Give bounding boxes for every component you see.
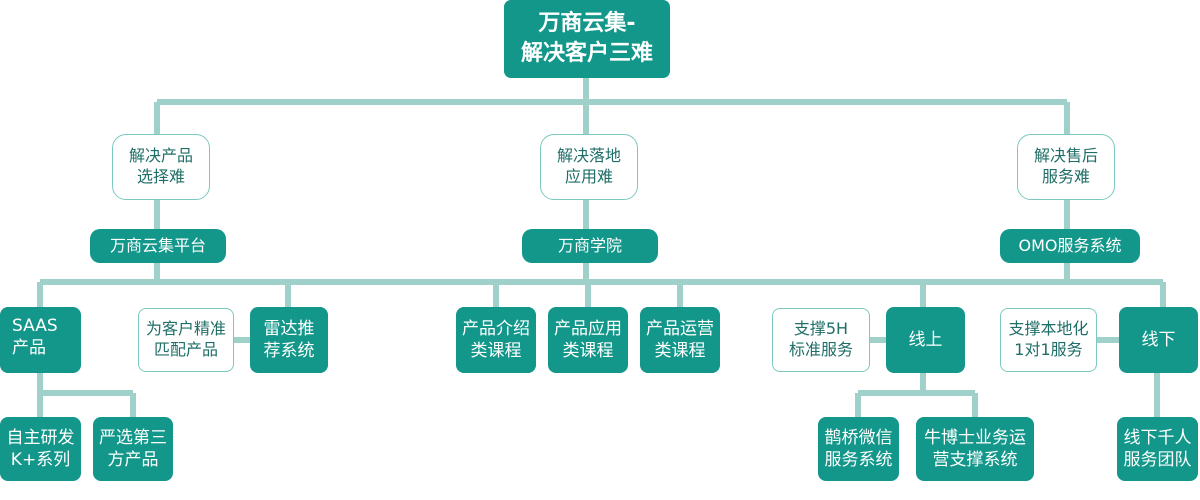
solution-platform-text: 万商云集平台 <box>109 235 206 255</box>
problem-after-sales-text: 解决售后 服务难 <box>1033 146 1098 186</box>
saas-product-node: SAAS 产品 <box>0 307 81 373</box>
online-text: 线上 <box>908 329 943 350</box>
queqiao-wechat-text: 鹊桥微信 服务系统 <box>824 427 893 470</box>
third-party-product-text: 严选第三 方产品 <box>99 427 167 470</box>
support-5h-text: 支撑5H 标准服务 <box>788 319 853 359</box>
problem-after-sales: 解决售后 服务难 <box>1017 134 1115 200</box>
solution-academy: 万商学院 <box>522 229 658 263</box>
third-party-product-node: 严选第三 方产品 <box>93 417 173 481</box>
self-developed-k-series-node: 自主研发 K+系列 <box>0 417 81 481</box>
problem-product-selection-text: 解决产品 选择难 <box>128 146 193 186</box>
self-developed-k-series-text: 自主研发 K+系列 <box>6 427 75 470</box>
offline-node: 线下 <box>1119 307 1198 373</box>
offline-text: 线下 <box>1141 329 1176 350</box>
radar-recommendation-node: 雷达推 荐系统 <box>250 307 328 373</box>
solution-platform: 万商云集平台 <box>90 229 226 263</box>
problem-implementation-text: 解决落地 应用难 <box>556 146 621 186</box>
online-node: 线上 <box>886 307 965 373</box>
support-local-text: 支撑本地化 1对1服务 <box>1008 319 1089 359</box>
niuboshi-system-text: 牛博士业务运 营支撑系统 <box>924 427 1026 470</box>
precise-match-node: 为客户精准 匹配产品 <box>138 308 234 372</box>
course-product-intro-text: 产品介绍 类课程 <box>462 318 530 361</box>
offline-team-node: 线下千人 服务团队 <box>1117 417 1198 481</box>
queqiao-wechat-node: 鹊桥微信 服务系统 <box>818 417 899 481</box>
problem-product-selection: 解决产品 选择难 <box>112 134 210 200</box>
problem-implementation: 解决落地 应用难 <box>540 134 638 200</box>
course-product-intro: 产品介绍 类课程 <box>456 307 536 373</box>
support-local-node: 支撑本地化 1对1服务 <box>1000 308 1097 372</box>
offline-team-text: 线下千人 服务团队 <box>1123 427 1192 470</box>
course-product-operation: 产品运营 类课程 <box>640 307 720 373</box>
solution-academy-text: 万商学院 <box>557 235 622 255</box>
solution-omo-text: OMO服务系统 <box>1018 235 1122 255</box>
radar-recommendation-text: 雷达推 荐系统 <box>263 318 315 361</box>
niuboshi-system-node: 牛博士业务运 营支撑系统 <box>916 417 1034 481</box>
course-product-application: 产品应用 类课程 <box>548 307 628 373</box>
course-product-operation-text: 产品运营 类课程 <box>646 318 714 361</box>
support-5h-node: 支撑5H 标准服务 <box>772 308 870 372</box>
root-title-text: 万商云集- 解决客户三难 <box>520 11 653 66</box>
solution-omo: OMO服务系统 <box>1000 229 1140 263</box>
root-node-title: 万商云集- 解决客户三难 <box>504 0 670 78</box>
course-product-application-text: 产品应用 类课程 <box>554 318 622 361</box>
precise-match-text: 为客户精准 匹配产品 <box>145 319 226 359</box>
saas-product-text: SAAS 产品 <box>12 316 58 359</box>
